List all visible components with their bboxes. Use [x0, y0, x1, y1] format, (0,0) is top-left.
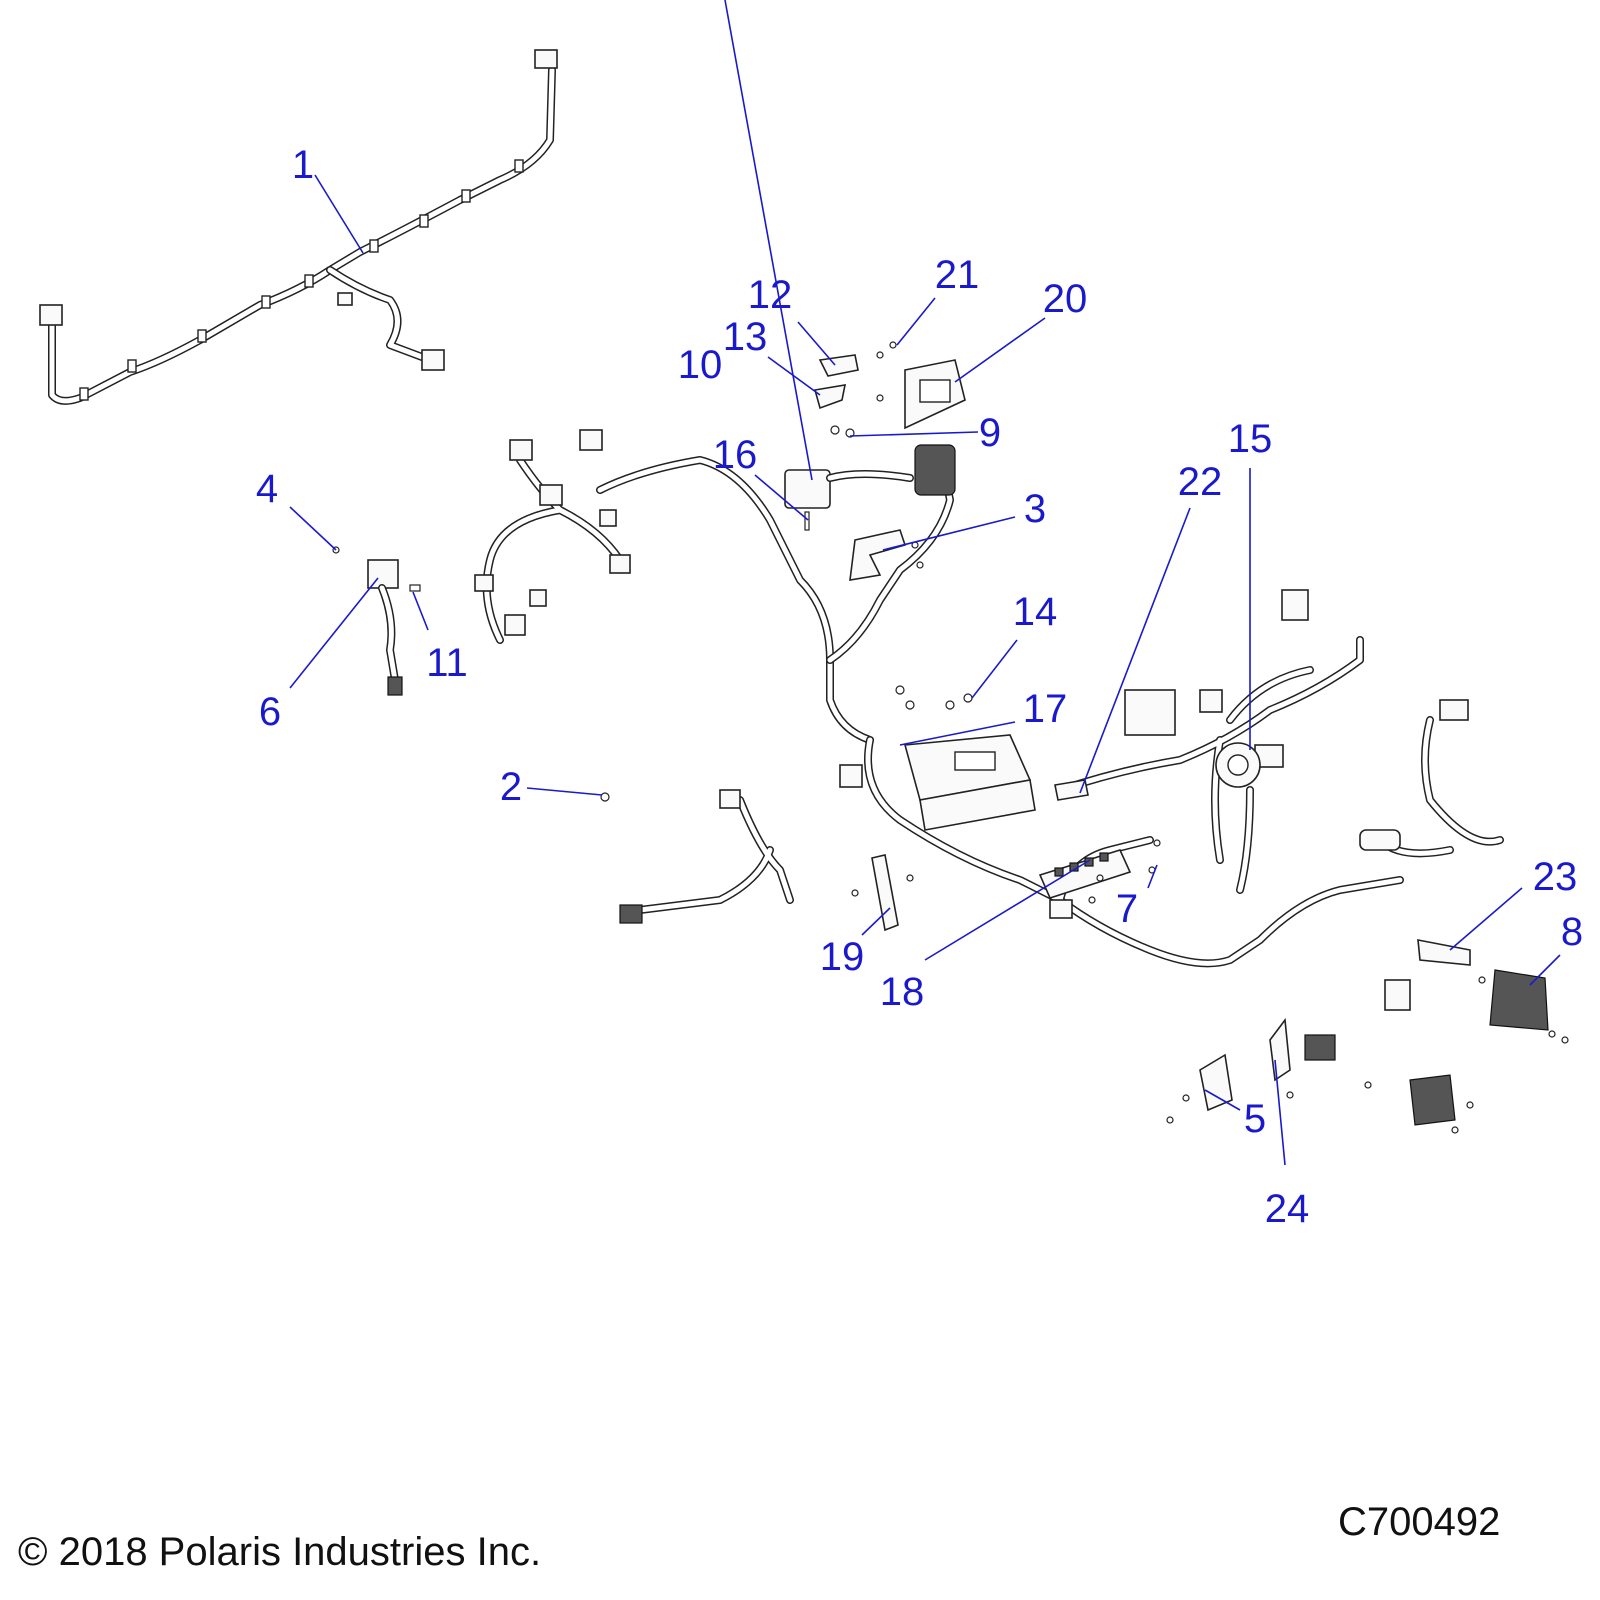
- callout-21: 21: [935, 253, 980, 297]
- copyright-notice: © 2018 Polaris Industries Inc.: [18, 1530, 542, 1574]
- callout-16: 16: [713, 433, 758, 477]
- ecu-mount-parts: [813, 341, 966, 438]
- leader-lines: [289, 0, 1561, 1166]
- callout-6: 6: [259, 690, 281, 734]
- callout-2: 2: [500, 765, 522, 809]
- callout-5: 5: [1244, 1097, 1266, 1141]
- screw-part-2: [600, 792, 610, 802]
- regulator-parts-8-23: [1409, 939, 1569, 1134]
- callout-11: 11: [426, 641, 468, 685]
- relay-part-10: [784, 469, 914, 531]
- rear-harness-part: [39, 49, 558, 405]
- callout-12: 12: [748, 273, 793, 317]
- main-harness-center: [619, 736, 1404, 968]
- callout-9: 9: [979, 411, 1001, 455]
- sub-harness-part-6: [332, 546, 421, 696]
- callout-10: 10: [678, 343, 723, 387]
- callout-labels: 1 2 3 4 5 6 7 8 9 10 11 12 13 14 15 16 1…: [256, 143, 1583, 1231]
- main-harness-right-cluster: [1049, 589, 1504, 919]
- callout-1: 1: [292, 143, 314, 187]
- callout-14: 14: [1013, 590, 1058, 634]
- callout-23: 23: [1533, 855, 1578, 899]
- fuse-block-part-18: [1038, 839, 1161, 904]
- callout-3: 3: [1024, 487, 1046, 531]
- callout-15: 15: [1228, 417, 1273, 461]
- bracket-part-3: [849, 529, 973, 710]
- callout-8: 8: [1561, 910, 1583, 954]
- figure-code: C700492: [1338, 1500, 1501, 1544]
- callout-19: 19: [820, 935, 865, 979]
- bracket-part-19: [851, 854, 914, 932]
- callout-24: 24: [1265, 1187, 1310, 1231]
- callout-13: 13: [723, 315, 768, 359]
- main-harness-left-cluster: [474, 429, 956, 744]
- callout-18: 18: [880, 970, 925, 1014]
- callout-4: 4: [256, 467, 278, 511]
- brackets-part-5-24: [1166, 979, 1411, 1124]
- callout-7: 7: [1116, 887, 1138, 931]
- callout-20: 20: [1043, 277, 1088, 321]
- fuse-box-part-17: [903, 734, 1036, 831]
- callout-17: 17: [1023, 687, 1068, 731]
- callout-22: 22: [1178, 460, 1223, 504]
